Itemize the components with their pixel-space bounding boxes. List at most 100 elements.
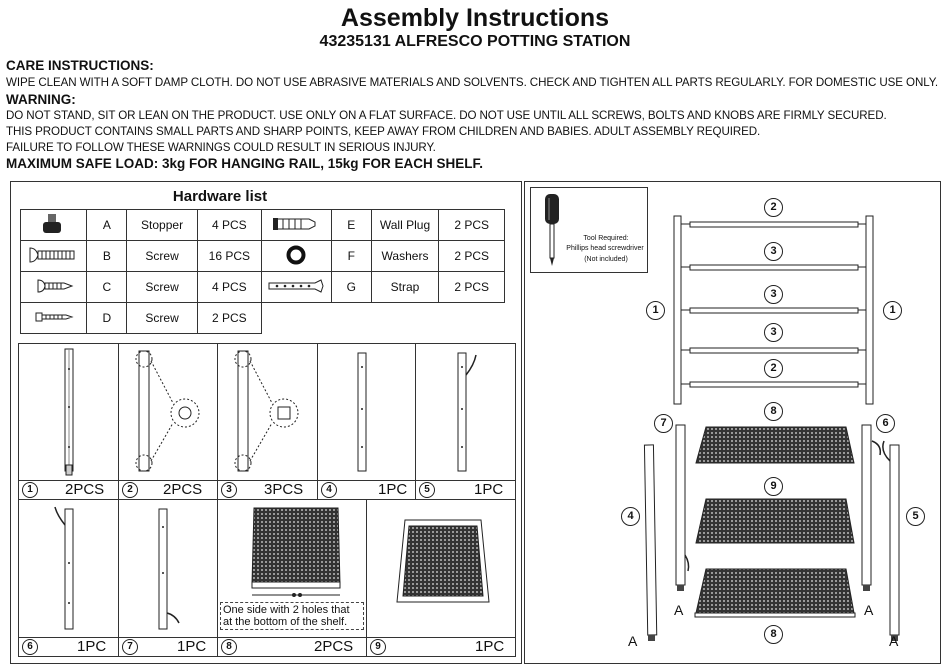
leg-part-icon [357,352,367,472]
washer-icon [261,240,332,272]
hardware-qty: 4 PCS [196,209,263,241]
part-qty: 1PC [177,638,207,655]
leg-part-icon [158,508,180,630]
part-number: 1 [22,482,38,498]
document-title: Assembly Instructions [340,4,610,32]
hardware-list-title: Hardware list [172,188,268,205]
part-cell-2: 2 2PCS [118,343,218,500]
hardware-qty: 2 PCS [196,302,263,334]
hardware-qty: 2 PCS [438,240,505,272]
part-qty: 1PC [77,638,107,655]
shelf-assembly-diagram [643,424,900,641]
part-number: 6 [22,639,38,655]
screw-d-icon [19,302,88,334]
tool-required-label: Tool Required: [583,235,629,242]
diagram-part-number: 2 [764,198,783,217]
part-number: 3 [221,482,237,498]
hardware-name: Washers [370,240,440,272]
warning-line: DO NOT STAND, SIT OR LEAN ON THE PRODUCT… [6,109,887,122]
wall-plug-icon [261,209,332,241]
hardware-name: Stopper [126,209,198,241]
diagram-part-number: 4 [621,507,640,526]
part-qty: 2PCS [163,481,203,498]
part-number: 5 [419,482,435,498]
hardware-row: A Stopper 4 PCS [19,209,263,241]
diagram-part-number: 3 [764,323,783,342]
hardware-letter: G [330,271,372,303]
diagram-part-number: 1 [883,301,902,320]
care-heading: CARE INSTRUCTIONS: [6,58,154,73]
part-number: 9 [370,639,386,655]
part-qty: 1PC [474,481,504,498]
stopper-label: A [889,633,899,649]
stopper-icon [19,209,88,241]
part-qty: 1PC [475,638,505,655]
part-caption: 9 1PC [367,637,515,656]
diagram-part-number: 1 [646,301,665,320]
tool-note: (Not included) [584,256,628,263]
hardware-name: Wall Plug [370,209,440,241]
shelf-part-icon [396,519,490,603]
shelf-part-icon [251,507,341,589]
part-cell-7: 7 1PC [118,499,218,657]
warning-heading: WARNING: [6,92,76,107]
hardware-row: F Washers 2 PCS [261,240,505,272]
hardware-name: Screw [126,271,198,303]
part-cell-3: 3 3PCS [217,343,318,500]
hardware-name: Strap [370,271,440,303]
part-caption: 2 2PCS [119,480,217,499]
stopper-label: A [628,633,638,649]
hardware-qty: 2 PCS [438,271,505,303]
hardware-name: Screw [126,240,198,272]
hardware-row: E Wall Plug 2 PCS [261,209,505,241]
leg-part-icon [457,352,477,472]
diagram-part-number: 3 [764,242,783,261]
tool-name: Phillips head screwdriver [566,245,644,252]
part-qty: 2PCS [314,638,354,655]
hardware-row: C Screw 4 PCS [19,271,263,303]
screw-c-icon [19,271,88,303]
part-caption: 7 1PC [119,637,217,656]
part-qty: 1PC [378,481,408,498]
part-number: 2 [122,482,138,498]
part-cell-8: One side with 2 holes that at the bottom… [217,499,367,657]
part-qty: 3PCS [264,481,304,498]
diagram-part-number: 6 [876,414,895,433]
part-number: 7 [122,639,138,655]
screw-b-icon [19,240,88,272]
hardware-letter: E [330,209,372,241]
care-text: WIPE CLEAN WITH A SOFT DAMP CLOTH. DO NO… [6,76,938,89]
hardware-letter: C [86,271,128,303]
diagram-part-number: 7 [654,414,673,433]
product-code-title: 43235131 ALFRESCO POTTING STATION [319,33,631,50]
hardware-letter: D [86,302,128,334]
hardware-qty: 16 PCS [196,240,263,272]
shelf-note: One side with 2 holes that at the bottom… [220,602,364,630]
frame-assembly-diagram [673,215,874,405]
tool-required-box: Tool Required: Phillips head screwdriver… [530,187,648,273]
parts-panel [10,181,522,664]
hardware-name: Screw [126,302,198,334]
hole-marker-icon [252,593,340,597]
rail-part-icon [135,350,200,472]
diagram-part-number: 2 [764,359,783,378]
diagram-part-number: 9 [764,477,783,496]
hardware-letter: F [330,240,372,272]
part-cell-4: 4 1PC [317,343,416,500]
part-cell-5: 5 1PC [415,343,516,500]
hardware-row: B Screw 16 PCS [19,240,263,272]
hardware-letter: A [86,209,128,241]
hardware-table-right: E Wall Plug 2 PCS F Washers 2 PCS G Stra… [261,209,505,303]
screwdriver-icon [545,194,559,266]
part-number: 4 [321,482,337,498]
hardware-table-left: A Stopper 4 PCS B Screw 16 PCS C Screw 4… [19,209,263,334]
warning-line: THIS PRODUCT CONTAINS SMALL PARTS AND SH… [6,125,761,138]
part-caption: 6 1PC [19,637,118,656]
part-cell-6: 6 1PC [18,499,119,657]
leg-part-icon [64,348,74,476]
rail-part-icon [234,350,299,472]
part-cell-9: 9 1PC [366,499,516,657]
